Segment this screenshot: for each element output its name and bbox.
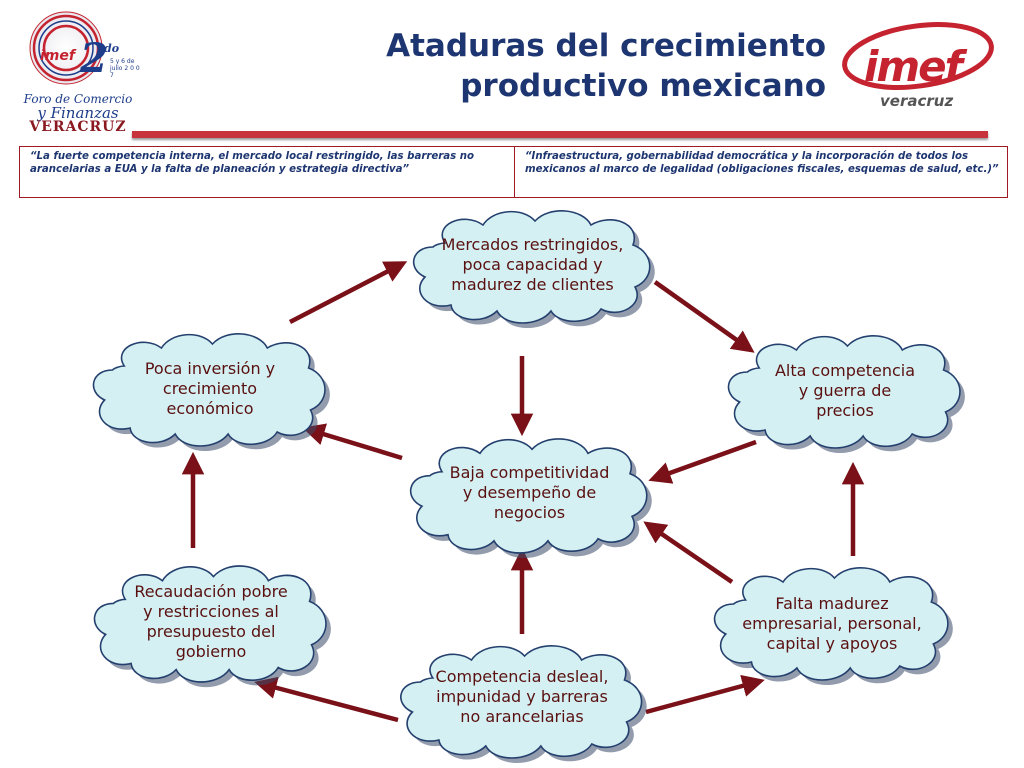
- imef-swoosh-icon: [842, 22, 994, 90]
- svg-text:imef: imef: [40, 48, 77, 64]
- arrow-mercados-to-competencia: [653, 280, 755, 353]
- foro-emblem-icon: imef 2: [29, 11, 108, 85]
- logo-line2: y Finanzas: [37, 104, 119, 122]
- arrow-baja-to-inversion: [302, 423, 403, 461]
- title-line1: Ataduras del crecimiento: [386, 28, 826, 64]
- quote-right: “Infraestructura, gobernabilidad democrá…: [514, 146, 1008, 198]
- arrow-falta-to-baja: [643, 521, 734, 584]
- node-falta: Falta madurez empresarial, personal, cap…: [706, 562, 958, 686]
- arrow-competencia-to-baja: [648, 439, 757, 484]
- imef-subtitle: veracruz: [880, 92, 954, 110]
- node-desleal: Competencia desleal, impunidad y barrera…: [392, 640, 652, 764]
- node-text: Competencia desleal, impunidad y barrera…: [435, 667, 609, 726]
- node-inversion: Poca inversión y crecimiento económico: [85, 328, 335, 452]
- logo-line3: VERACRUZ: [29, 119, 127, 135]
- node-text: Mercados restringidos, poca capacidad y …: [441, 235, 624, 294]
- logo-number: 2: [79, 35, 108, 82]
- logo-line1: Foro de Comercio: [23, 92, 133, 106]
- page-title: Ataduras del crecimiento productivo mexi…: [300, 26, 826, 106]
- logo-date: 5 y 6 de julio 2 0 0 7: [110, 58, 140, 79]
- header-separator: [132, 131, 988, 138]
- node-recaudacion: Recaudación pobre y restricciones al pre…: [86, 560, 336, 688]
- title-line2: productivo mexicano: [460, 68, 826, 104]
- logo-superscript: do: [104, 42, 120, 55]
- arrow-inversion-to-mercados: [288, 261, 408, 324]
- imef-logo: imef veracruz: [840, 18, 1000, 118]
- node-text: Falta madurez empresarial, personal, cap…: [742, 594, 922, 653]
- foro-logo: imef 2 do 5 y 6 de julio 2 0 0 7 Foro de…: [18, 4, 148, 135]
- node-text: Baja competitividad y desempeño de negoc…: [449, 463, 610, 522]
- node-competencia: Alta competencia y guerra de precios: [720, 330, 970, 454]
- node-text: Recaudación pobre y restricciones al pre…: [134, 582, 288, 661]
- node-baja: Baja competitividad y desempeño de negoc…: [402, 433, 657, 559]
- node-mercados: Mercados restringidos, poca capacidad y …: [405, 205, 660, 329]
- arrow-desleal-to-falta: [645, 674, 765, 715]
- node-text: Poca inversión y crecimiento económico: [144, 359, 276, 418]
- arrow-desleal-to-recaudacion: [254, 676, 399, 723]
- node-text: Alta competencia y guerra de precios: [774, 361, 916, 420]
- imef-wordmark: imef: [864, 42, 963, 91]
